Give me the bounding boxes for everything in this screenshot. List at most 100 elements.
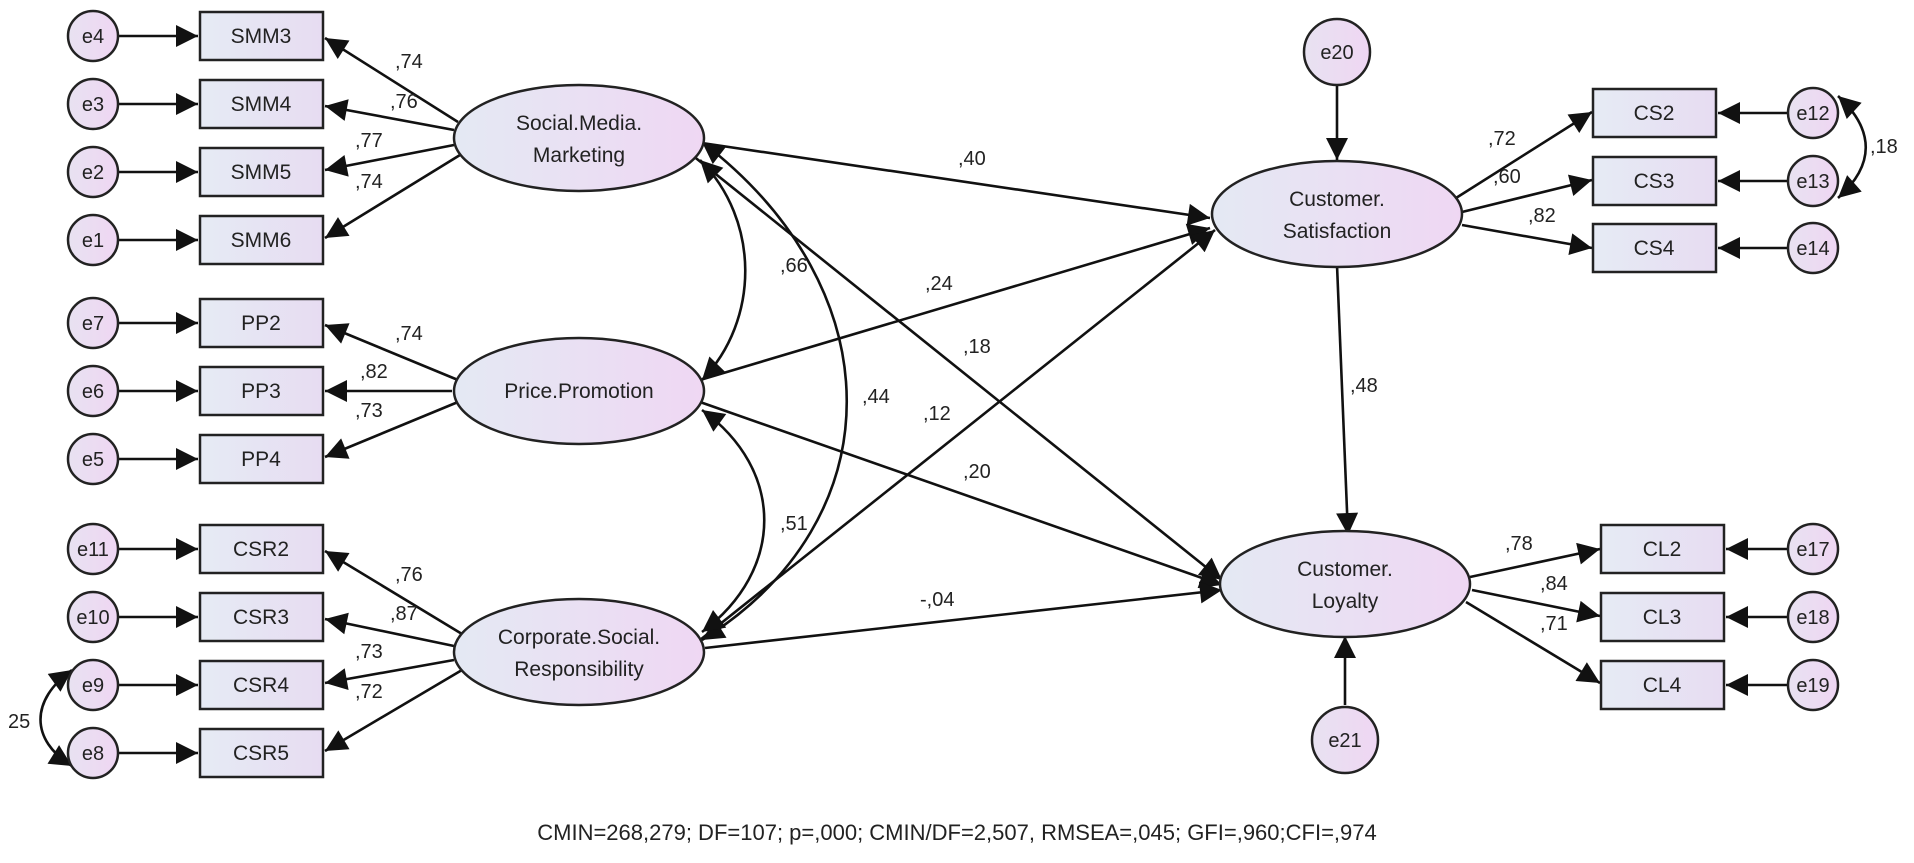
path-label-pp-cs: ,24 [925, 273, 953, 295]
error-e9-label: e9 [82, 675, 104, 697]
indicator-smm4 [198, 78, 325, 130]
loading-cl-cl4 [1465, 600, 1601, 685]
error-e14-label: e14 [1796, 238, 1829, 260]
error-e8 [66, 726, 120, 780]
path-pp-cs [699, 223, 1211, 382]
loading-label-smm3: ,74 [395, 51, 423, 73]
error-e19 [1786, 658, 1840, 712]
latent-price-promotion [452, 336, 706, 446]
indicator-cl3-label: CL3 [1643, 606, 1682, 629]
indicator-cl4-label: CL4 [1643, 674, 1682, 697]
indicator-smm4-label: SMM4 [231, 93, 292, 116]
latent-customer-satisfaction [1210, 159, 1464, 269]
correlation-labels: ,66 ,44 ,51 ,18 25 [8, 136, 1898, 733]
latent-customer-loyalty [1218, 529, 1472, 639]
loading-csr-csr4 [324, 658, 455, 690]
error-e4-label: e4 [82, 26, 104, 48]
latent-smm-line1: Social.Media. [516, 112, 642, 135]
corr-label-smm-pp: ,66 [780, 255, 808, 277]
indicator-pp3 [198, 365, 325, 417]
error-e1-label: e1 [82, 230, 104, 252]
error-e11 [66, 522, 120, 576]
error-e10 [66, 590, 120, 644]
loading-label-smm4: ,76 [390, 91, 418, 113]
indicator-cs3-label: CS3 [1634, 170, 1675, 193]
loading-labels: ,74 ,76 ,77 ,74 ,74 ,82 ,73 ,76 ,87 ,73 … [355, 51, 1568, 703]
indicator-cl2-label: CL2 [1643, 538, 1682, 561]
loading-cs-cs4 [1461, 223, 1593, 255]
covariance-arcs [39, 95, 1868, 768]
path-label-csr-cl: -,04 [920, 589, 954, 611]
loading-label-smm6: ,74 [355, 171, 383, 193]
error-e20 [1302, 17, 1372, 87]
indicator-csr5-label: CSR5 [233, 742, 289, 765]
cov-e9-e8 [39, 668, 73, 768]
indicator-cl4 [1599, 659, 1726, 711]
observed-indicators: SMM3 SMM4 SMM5 SMM6 PP2 PP3 PP4 CSR2 CSR… [198, 10, 1726, 779]
indicator-cl3 [1599, 591, 1726, 643]
loading-smm-smm4 [324, 99, 455, 132]
error-e18 [1786, 590, 1840, 644]
loading-smm-smm3 [324, 36, 459, 124]
loading-cs-cs2 [1455, 110, 1593, 200]
loading-label-cs4: ,82 [1528, 205, 1556, 227]
latent-corporate-social-responsibility [452, 597, 706, 707]
error-e11-label: e11 [77, 539, 109, 561]
latent-csr-line1: Corporate.Social. [498, 626, 660, 649]
path-cs-cl [1335, 264, 1359, 536]
error-e17-label: e17 [1796, 539, 1829, 561]
corr-label-e9-e8: 25 [8, 711, 30, 733]
indicator-csr3-label: CSR3 [233, 606, 289, 629]
path-labels: ,40 ,24 ,18 ,12 ,20 -,04 ,48 [920, 148, 1378, 611]
loading-label-csr3: ,87 [390, 603, 418, 625]
loading-smm-smm6 [324, 153, 461, 240]
indicator-smm3 [198, 10, 325, 62]
sem-path-diagram: e4 e3 e2 e1 e7 e6 e5 e11 e10 e9 e8 e12 e… [8, 9, 1898, 780]
loading-label-csr4: ,73 [355, 641, 383, 663]
path-label-cs-cl: ,48 [1350, 375, 1378, 397]
path-csr-cs [699, 228, 1216, 642]
error-e5 [66, 432, 120, 486]
path-smm-cl [691, 153, 1223, 582]
error-e10-label: e10 [76, 607, 109, 629]
latent-pp-line1: Price.Promotion [504, 380, 653, 403]
loading-label-cl2: ,78 [1505, 533, 1533, 555]
error-e19-label: e19 [1796, 675, 1829, 697]
error-e5-label: e5 [82, 449, 104, 471]
indicator-pp2 [198, 297, 325, 349]
path-label-pp-cl: ,20 [963, 461, 991, 483]
error-e3 [66, 77, 120, 131]
loading-pp-pp4 [324, 400, 459, 459]
latent-cl-line2: Loyalty [1312, 590, 1379, 613]
loading-label-pp2: ,74 [395, 323, 423, 345]
loading-csr-csr3 [324, 612, 455, 648]
error-e4 [66, 9, 120, 63]
latent-cl-line1: Customer. [1297, 558, 1393, 581]
indicator-csr2-label: CSR2 [233, 538, 289, 561]
error-e18-label: e18 [1796, 607, 1829, 629]
latent-csr-line2: Responsibility [514, 658, 644, 681]
error-e9 [66, 658, 120, 712]
indicator-cs2 [1591, 87, 1718, 139]
path-label-smm-cs: ,40 [958, 148, 986, 170]
latent-cs-line1: Customer. [1289, 188, 1385, 211]
cov-smm-csr [701, 140, 848, 642]
loading-label-pp3: ,82 [360, 361, 388, 383]
loading-smm-smm5 [324, 143, 455, 177]
error-e3-label: e3 [82, 94, 104, 116]
error-e17 [1786, 522, 1840, 576]
latent-cs-line2: Satisfaction [1283, 220, 1392, 243]
corr-label-pp-csr: ,51 [780, 513, 808, 535]
loading-label-csr2: ,76 [395, 564, 423, 586]
error-e7-label: e7 [82, 313, 104, 335]
indicator-smm5 [198, 146, 325, 198]
loading-cl-cl3 [1471, 588, 1601, 623]
loading-label-cs2: ,72 [1488, 128, 1516, 150]
structural-paths [691, 141, 1359, 650]
loading-csr-csr2 [324, 549, 463, 636]
error-e12-label: e12 [1796, 103, 1829, 125]
error-e7 [66, 296, 120, 350]
cov-e12-e13 [1837, 95, 1868, 199]
indicator-cl2 [1599, 523, 1726, 575]
error-e20-label: e20 [1320, 42, 1353, 64]
